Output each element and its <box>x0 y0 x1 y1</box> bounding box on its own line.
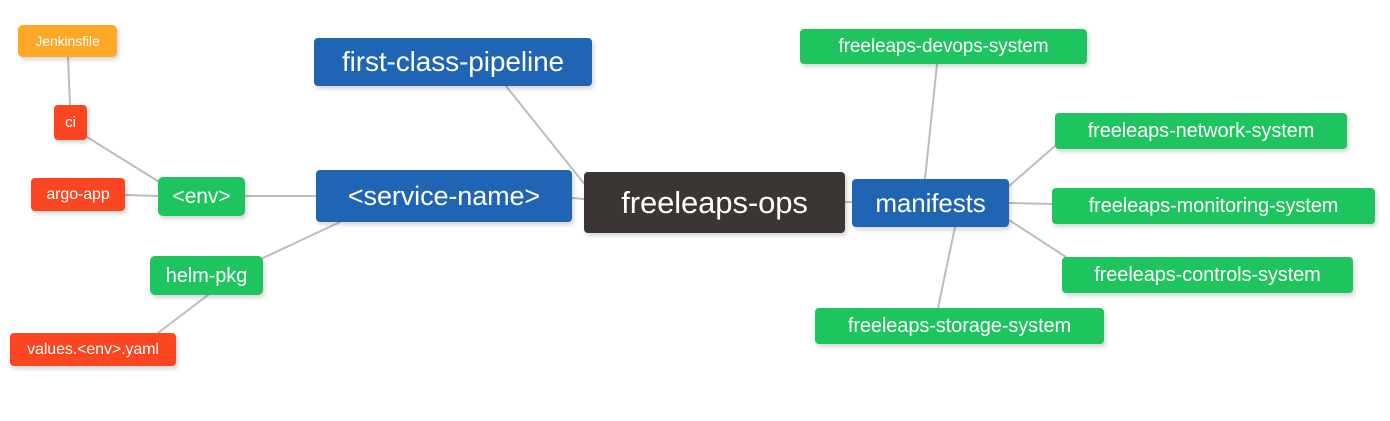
edge-manifests-to-freeleaps-controls-system <box>1008 219 1067 258</box>
node-label-freeleaps-controls-system: freeleaps-controls-system <box>1094 264 1321 286</box>
edge-argo-app-to-env <box>124 194 159 197</box>
edge-manifests-to-freeleaps-storage-system <box>937 226 956 309</box>
node-env[interactable]: <env> <box>158 177 245 216</box>
node-ci[interactable]: ci <box>54 105 87 140</box>
node-jenkinsfile[interactable]: Jenkinsfile <box>18 25 117 57</box>
node-label-helm-pkg: helm-pkg <box>165 264 248 287</box>
node-freeleaps-network-system[interactable]: freeleaps-network-system <box>1055 113 1347 149</box>
node-manifests[interactable]: manifests <box>852 179 1009 227</box>
node-label-ci: ci <box>65 114 76 131</box>
edge-helm-pkg-to-service-name <box>262 221 341 259</box>
node-argo-app[interactable]: argo-app <box>31 178 125 211</box>
node-freeleaps-ops[interactable]: freeleaps-ops <box>584 172 845 233</box>
edge-service-name-to-freeleaps-ops <box>571 197 585 200</box>
edge-freeleaps-devops-system-to-manifests <box>924 63 938 180</box>
node-helm-pkg[interactable]: helm-pkg <box>150 256 263 295</box>
node-values-yaml[interactable]: values.<env>.yaml <box>10 333 176 366</box>
node-label-argo-app: argo-app <box>46 185 110 203</box>
node-freeleaps-storage-system[interactable]: freeleaps-storage-system <box>815 308 1104 344</box>
node-label-freeleaps-monitoring-system: freeleaps-monitoring-system <box>1088 195 1339 217</box>
node-freeleaps-devops-system[interactable]: freeleaps-devops-system <box>800 29 1087 64</box>
node-label-service-name: <service-name> <box>347 180 541 211</box>
node-label-freeleaps-network-system: freeleaps-network-system <box>1087 120 1315 142</box>
edge-values-yaml-to-helm-pkg <box>157 294 209 334</box>
node-label-freeleaps-ops: freeleaps-ops <box>621 185 808 220</box>
node-service-name[interactable]: <service-name> <box>316 170 572 222</box>
edge-manifests-to-freeleaps-monitoring-system <box>1008 202 1053 205</box>
node-freeleaps-monitoring-system[interactable]: freeleaps-monitoring-system <box>1052 188 1375 224</box>
node-label-env: <env> <box>172 185 231 208</box>
node-label-jenkinsfile: Jenkinsfile <box>35 33 100 49</box>
edge-jenkinsfile-to-ci <box>67 56 71 106</box>
node-freeleaps-controls-system[interactable]: freeleaps-controls-system <box>1062 257 1353 293</box>
node-label-freeleaps-storage-system: freeleaps-storage-system <box>847 315 1072 337</box>
node-label-values-yaml: values.<env>.yaml <box>27 340 159 358</box>
node-label-manifests: manifests <box>875 188 986 218</box>
edge-manifests-to-freeleaps-network-system <box>1008 145 1056 187</box>
node-label-first-class-pipeline: first-class-pipeline <box>341 46 565 77</box>
node-first-class-pipeline[interactable]: first-class-pipeline <box>314 38 592 86</box>
node-label-freeleaps-devops-system: freeleaps-devops-system <box>838 36 1049 57</box>
